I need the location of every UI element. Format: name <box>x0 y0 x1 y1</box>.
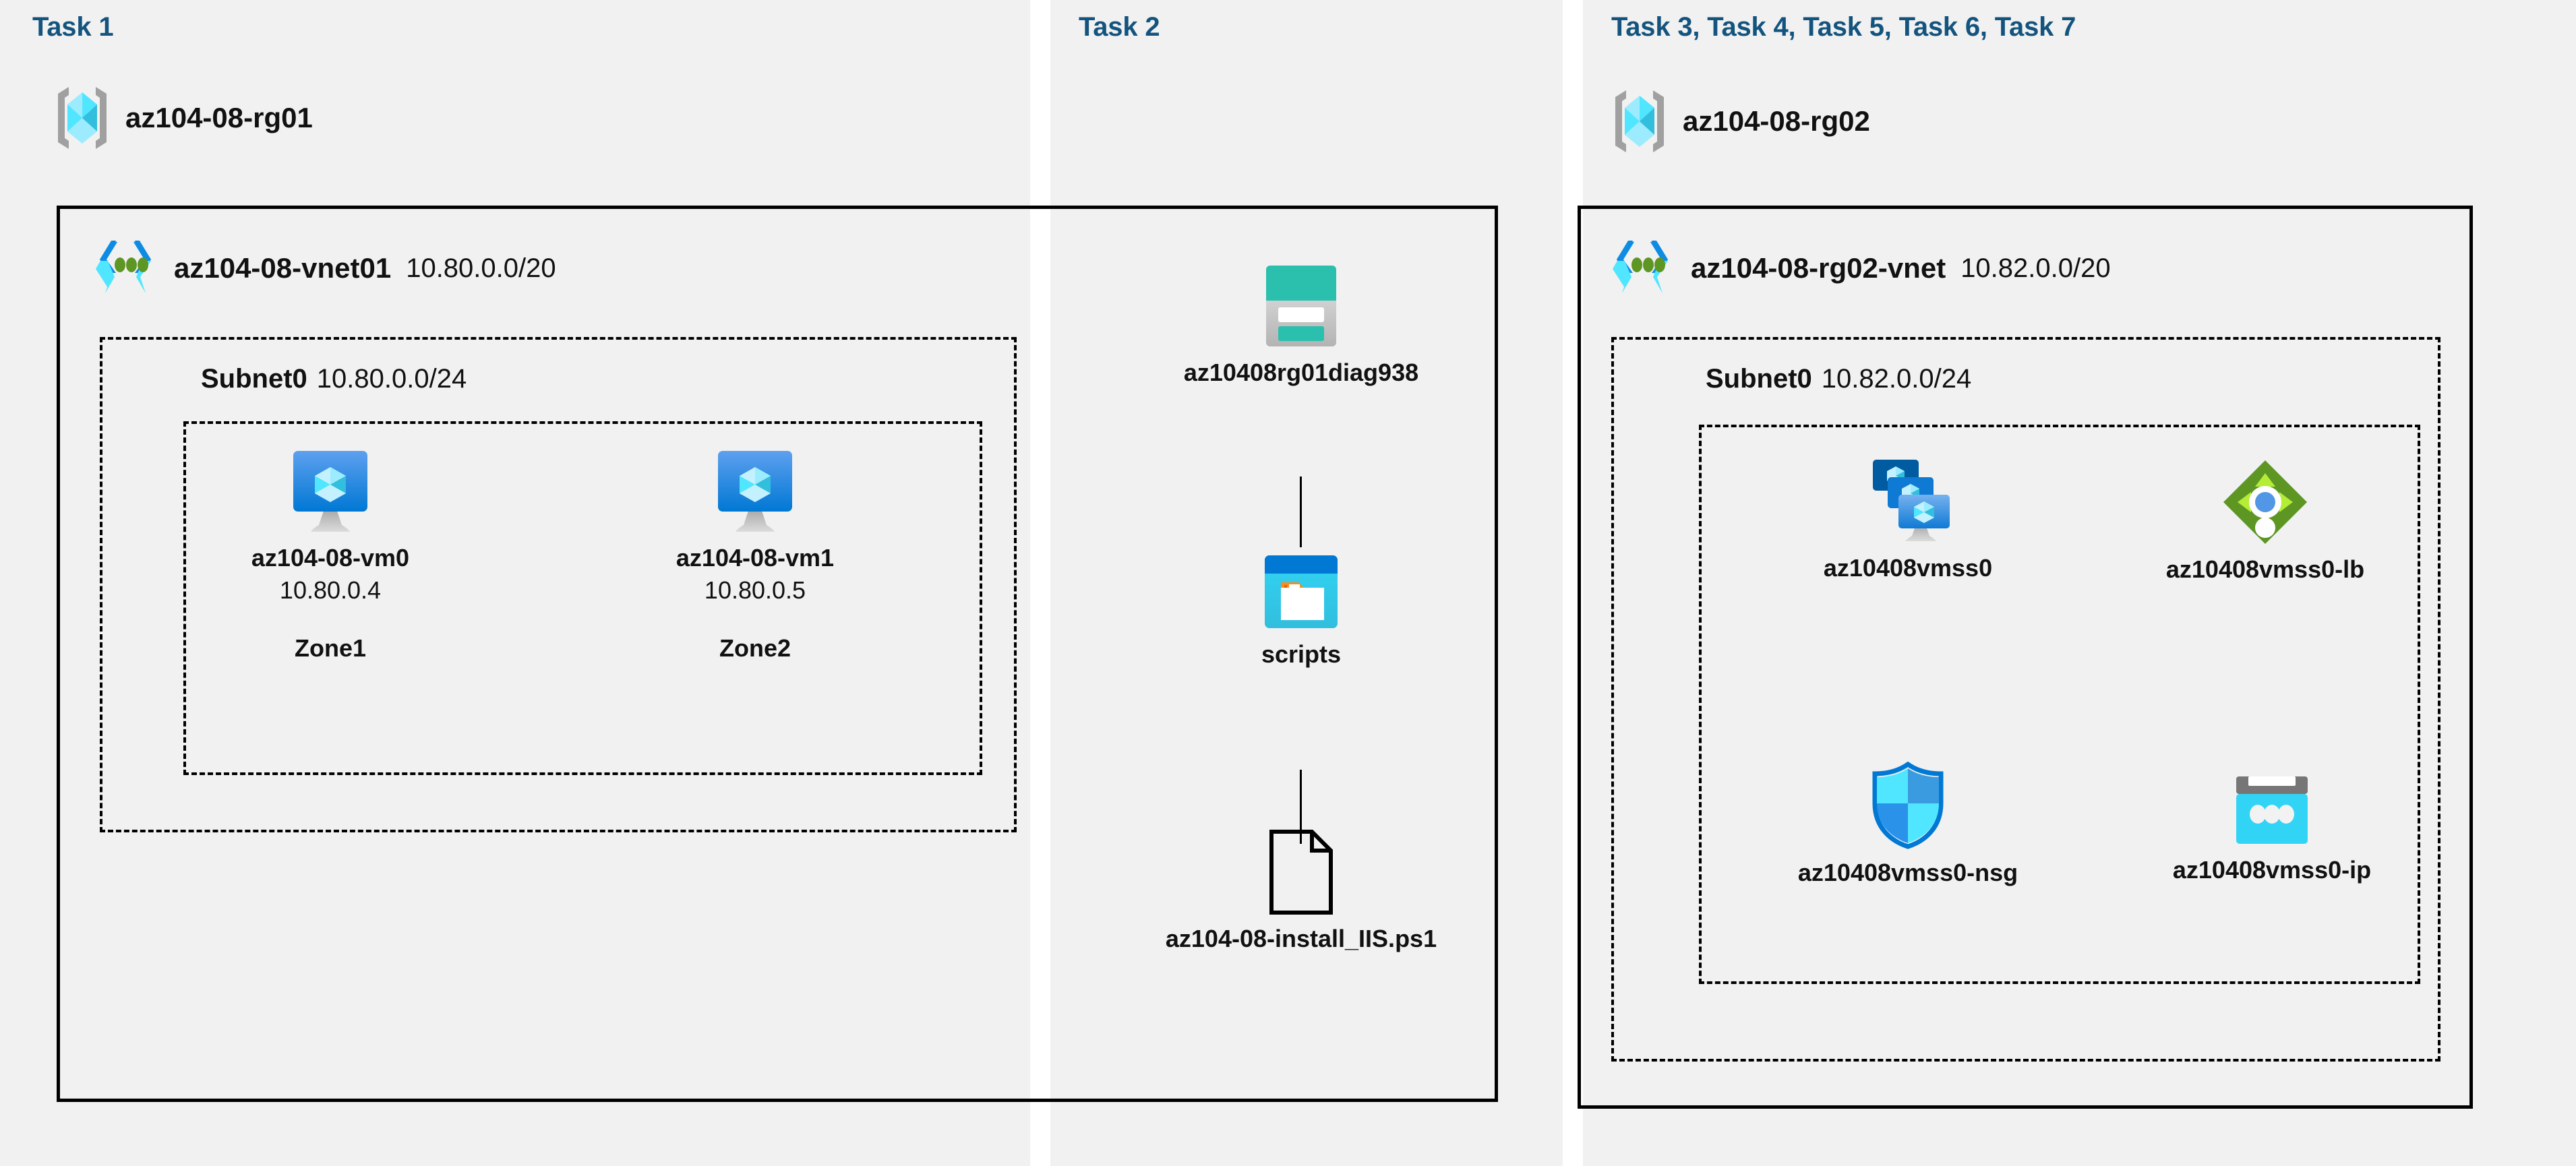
vm-node-az104-08-vm1[interactable]: az104-08-vm1 10.80.0.5 Zone2 <box>647 448 863 663</box>
vm-zone: Zone1 <box>294 634 366 662</box>
blob-container-icon <box>1262 553 1340 631</box>
script-file-name: az104-08-install_IIS.ps1 <box>1165 925 1437 952</box>
task-title-1: Task 1 <box>32 12 114 42</box>
vm-zone: Zone2 <box>719 634 791 662</box>
script-file-icon <box>1267 829 1335 915</box>
vm-scale-set-icon <box>1862 458 1954 545</box>
scale-set-resources-boundary <box>1699 425 2420 984</box>
subnet-name: Subnet0 <box>1706 364 1812 394</box>
resource-group-name: az104-08-rg02 <box>1683 105 1870 137</box>
vm-ip-address: 10.80.0.4 <box>279 576 382 604</box>
vm-name: az104-08-vm1 <box>676 544 835 572</box>
virtual-machine-icon <box>288 448 373 534</box>
public-ip-address-icon <box>2231 775 2313 847</box>
virtual-machine-icon <box>713 448 798 534</box>
availability-zone-boundary <box>183 421 982 775</box>
virtual-network-name: az104-08-vnet01 <box>174 252 392 284</box>
vm-name: az104-08-vm0 <box>251 544 410 572</box>
network-security-group-icon <box>1869 762 1946 849</box>
resource-group-name: az104-08-rg01 <box>125 102 313 133</box>
resource-group-icon <box>54 84 111 152</box>
subnet-label-vnet01: Subnet0 10.80.0.0/24 <box>201 364 467 394</box>
connector-line <box>1300 477 1302 547</box>
resource-group-icon <box>1611 88 1668 155</box>
blob-container-node[interactable]: scripts <box>1207 553 1396 669</box>
subnet-boundary-subnet0-rg02-vnet <box>1611 337 2440 1062</box>
subnet-cidr: 10.80.0.0/24 <box>316 364 467 394</box>
virtual-network-icon <box>1611 239 1676 297</box>
subnet-label-rg02-vnet: Subnet0 10.82.0.0/24 <box>1706 364 1971 394</box>
virtual-network-vnet01[interactable]: az104-08-vnet01 10.80.0.0/20 <box>94 239 556 297</box>
subnet-name: Subnet0 <box>201 364 307 394</box>
panel-task1 <box>0 0 1030 1166</box>
virtual-network-cidr: 10.80.0.0/20 <box>406 253 556 283</box>
network-security-group-node[interactable]: az10408vmss0-nsg <box>1746 762 2070 887</box>
load-balancer-name: az10408vmss0-lb <box>2165 555 2365 583</box>
virtual-network-cidr: 10.82.0.0/20 <box>1960 253 2111 283</box>
network-security-group-name: az10408vmss0-nsg <box>1797 859 2018 886</box>
resource-group-rg01[interactable]: az104-08-rg01 <box>54 84 313 152</box>
public-ip-address-node[interactable]: az10408vmss0-ip <box>2124 775 2420 884</box>
vm-scale-set-node[interactable]: az10408vmss0 <box>1760 458 2056 582</box>
virtual-network-name: az104-08-rg02-vnet <box>1691 252 1946 284</box>
storage-account-name: az10408rg01diag938 <box>1183 359 1419 386</box>
task-title-2: Task 2 <box>1079 12 1160 42</box>
subnet-boundary-subnet0-vnet01 <box>100 337 1017 832</box>
load-balancer-node[interactable]: az10408vmss0-lb <box>2117 458 2414 584</box>
vm-scale-set-name: az10408vmss0 <box>1823 554 1993 582</box>
script-file-node[interactable]: az104-08-install_IIS.ps1 <box>1106 829 1497 953</box>
storage-account-icon <box>1259 263 1343 349</box>
vnet-boundary-vnet01 <box>57 206 1498 1102</box>
load-balancer-icon <box>2221 458 2309 546</box>
public-ip-address-name: az10408vmss0-ip <box>2172 856 2372 884</box>
connector-line <box>1300 770 1302 844</box>
storage-account-node[interactable]: az10408rg01diag938 <box>1146 263 1456 387</box>
vnet-boundary-rg02-vnet <box>1578 206 2473 1109</box>
panel-task3 <box>1583 0 2576 1166</box>
subnet-cidr: 10.82.0.0/24 <box>1821 364 1972 394</box>
blob-container-name: scripts <box>1261 640 1342 668</box>
task-title-3: Task 3, Task 4, Task 5, Task 6, Task 7 <box>1611 12 2076 42</box>
resource-group-rg02[interactable]: az104-08-rg02 <box>1611 88 1870 155</box>
vm-ip-address: 10.80.0.5 <box>704 576 806 604</box>
virtual-network-rg02-vnet[interactable]: az104-08-rg02-vnet 10.82.0.0/20 <box>1611 239 2111 297</box>
virtual-network-icon <box>94 239 159 297</box>
vm-node-az104-08-vm0[interactable]: az104-08-vm0 10.80.0.4 Zone1 <box>222 448 438 663</box>
